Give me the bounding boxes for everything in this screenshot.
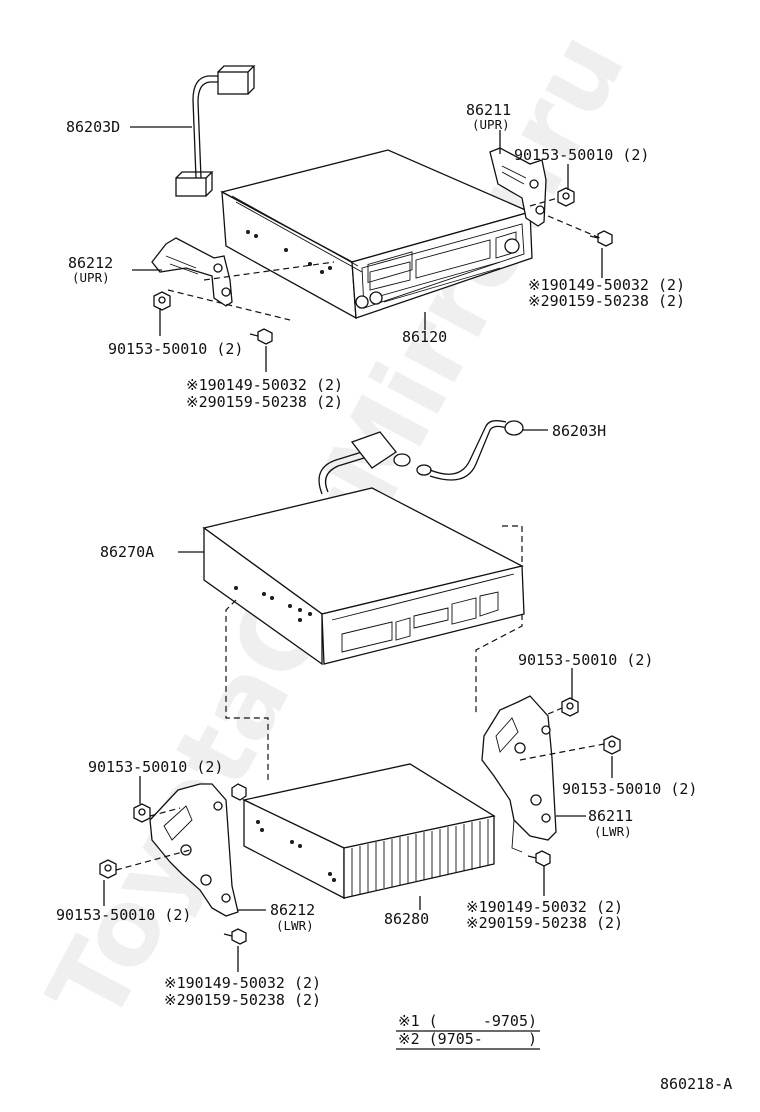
label-90153-50010-lwr-right-top: 90153-50010 (2): [518, 651, 653, 669]
amplifier-86280: [242, 763, 496, 900]
label-190149-50032-lwr-left: ※190149-50032 (2): [164, 974, 321, 992]
label-86280: 86280: [384, 910, 429, 928]
label-290159-50238-lwr-left: ※290159-50238 (2): [164, 991, 321, 1009]
label-90153-50010-lwr-left-top: 90153-50010 (2): [88, 758, 223, 776]
top-screws: [153, 187, 613, 345]
label-86212-lwr: 86212: [270, 901, 315, 919]
label-90153-50010-upr-left: 90153-50010 (2): [108, 340, 243, 358]
label-86211-lwr: 86211: [588, 807, 633, 825]
label-190149-50032-upr-left: ※190149-50032 (2): [186, 376, 343, 394]
cd-changer-86270a: [202, 487, 525, 666]
legend-row-2: ※2 (9705- ): [398, 1030, 537, 1048]
label-86212-lwr-position: (LWR): [276, 918, 314, 933]
bottom-screws: [99, 697, 621, 945]
label-290159-50238-upr-left: ※290159-50238 (2): [186, 393, 343, 411]
legend: ※1 ( -9705) ※2 (9705- ): [396, 1012, 540, 1050]
label-190149-50032-lwr-right: ※190149-50032 (2): [466, 898, 623, 916]
label-90153-50010-lwr-left-bottom: 90153-50010 (2): [56, 906, 191, 924]
bracket-86212-upr: [151, 237, 233, 307]
label-86212-upr-position: (UPR): [72, 270, 110, 285]
bracket-86212-lwr: [149, 783, 247, 917]
label-90153-50010-lwr-right-mid: 90153-50010 (2): [562, 780, 697, 798]
bracket-86211-lwr: [481, 695, 557, 853]
label-86211-lwr-position: (LWR): [594, 824, 632, 839]
label-290159-50238-lwr-right: ※290159-50238 (2): [466, 914, 623, 932]
label-190149-50032-upr-right: ※190149-50032 (2): [528, 276, 685, 294]
heat-sink-fins: [351, 819, 489, 896]
radio-head-unit-86120: [220, 149, 533, 320]
label-86212-upr: 86212: [68, 254, 113, 272]
label-90153-50010-upr-right: 90153-50010 (2): [514, 146, 649, 164]
label-86120: 86120: [402, 328, 447, 346]
label-290159-50238-upr-right: ※290159-50238 (2): [528, 292, 685, 310]
label-86203d: 86203D: [66, 118, 120, 136]
diagram-id: 860218-A: [660, 1075, 732, 1093]
cable-86203d: [175, 65, 256, 197]
cable-86203h: [318, 420, 524, 495]
label-86203h: 86203H: [552, 422, 606, 440]
label-86270a: 86270A: [100, 543, 154, 561]
label-86211-upr-position: (UPR): [472, 117, 510, 132]
bracket-86211-upr: [489, 147, 547, 227]
legend-row-1: ※1 ( -9705): [398, 1012, 537, 1030]
label-86211-upr: 86211: [466, 101, 511, 119]
